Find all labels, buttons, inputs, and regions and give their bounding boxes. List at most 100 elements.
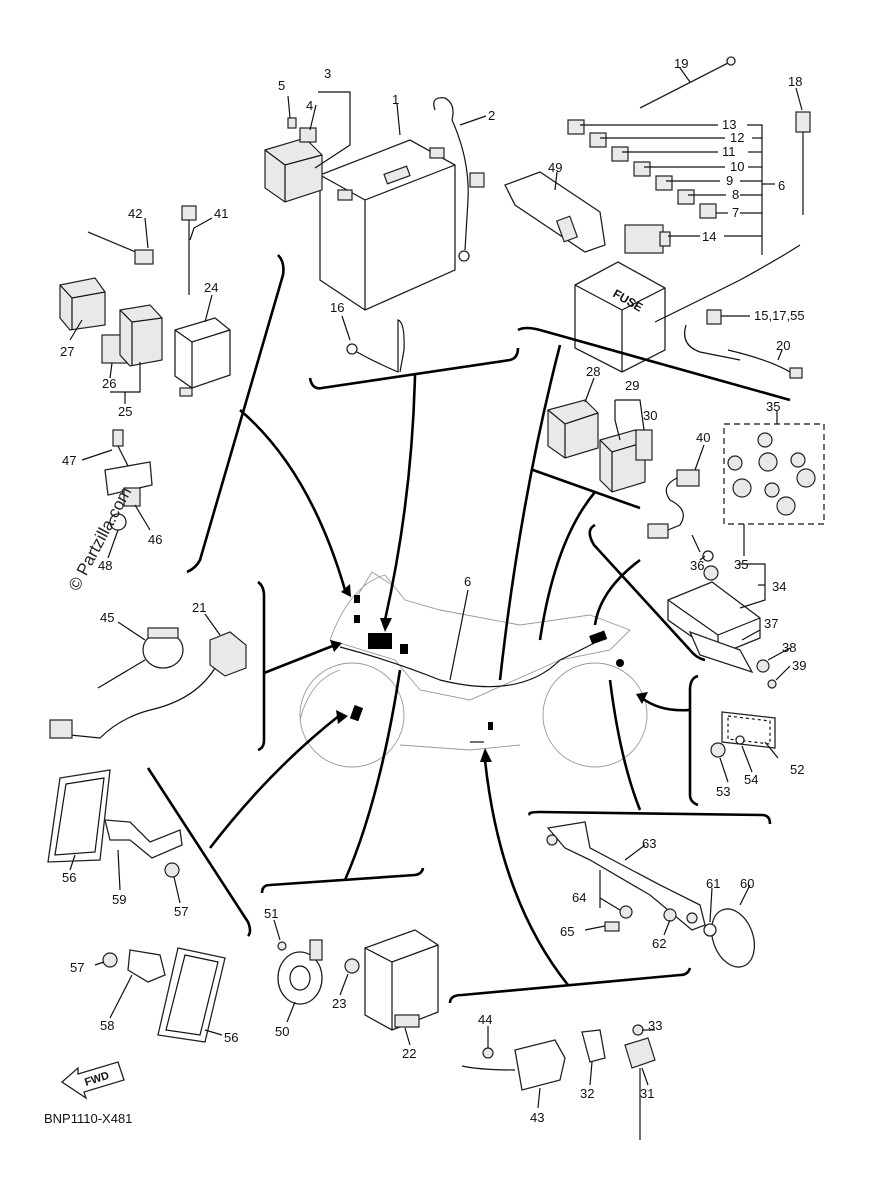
bracket-rear [528, 810, 772, 825]
part-23-bolt [344, 958, 360, 974]
label-58: 58 [100, 1018, 114, 1033]
label-45: 45 [100, 610, 114, 625]
label-34: 34 [772, 579, 786, 594]
rear-marker [589, 630, 608, 645]
leader-fuses [498, 344, 562, 681]
part-56-reflector-a [47, 769, 111, 863]
part-35-grommets [727, 432, 816, 516]
label-52: 52 [790, 762, 804, 777]
label-4: 4 [306, 98, 313, 113]
label-26: 26 [102, 376, 116, 391]
label-9: 9 [726, 173, 733, 188]
label-59: 59 [112, 892, 126, 907]
leader-center-bottom [343, 669, 402, 881]
label-19: 19 [674, 56, 688, 71]
bracket-right-rear [688, 674, 699, 807]
label-leaders [69, 67, 803, 1109]
label-2: 2 [488, 108, 495, 123]
label-53: 53 [716, 784, 730, 799]
part-34-ecu [667, 534, 761, 656]
part-28-relay [547, 399, 599, 459]
part-60-lens [710, 908, 756, 968]
label-5: 5 [278, 78, 285, 93]
bracket-bottom-right [448, 967, 692, 1004]
part-15-clip [684, 309, 741, 361]
front-marker [349, 705, 364, 722]
label-43: 43 [530, 1110, 544, 1125]
label-29: 29 [625, 378, 639, 393]
fuse-box: FUSE [574, 261, 666, 373]
part-29-relay [599, 429, 653, 493]
label-47: 47 [62, 453, 76, 468]
label-30: 30 [643, 408, 657, 423]
label-40: 40 [696, 430, 710, 445]
label-65: 65 [560, 924, 574, 939]
label-63: 63 [642, 836, 656, 851]
label-6-top: 6 [778, 178, 785, 193]
part-14-relay [624, 224, 671, 254]
part-1-battery [319, 139, 456, 311]
part-32-bracket [581, 1029, 606, 1063]
label-51: 51 [264, 906, 278, 921]
label-28: 28 [586, 364, 600, 379]
part-57-nut-a [164, 862, 180, 878]
label-6-center: 6 [464, 574, 471, 589]
part-42-strap [87, 231, 154, 265]
label-25: 25 [118, 404, 132, 419]
marker-c [354, 615, 360, 623]
label-20: 20 [776, 338, 790, 353]
part-53-54-nuts [710, 735, 745, 758]
label-64: 64 [572, 890, 586, 905]
part-35-box [723, 423, 825, 525]
label-33: 33 [648, 1018, 662, 1033]
label-15-17-55: 15,17,55 [754, 308, 805, 323]
leader-top-left [239, 409, 347, 591]
bracket-center-bottom [260, 867, 425, 894]
part-31-sensor [624, 1024, 656, 1140]
label-46: 46 [148, 532, 162, 547]
copyright-watermark: © Partzilla.com [65, 484, 136, 594]
label-8: 8 [732, 187, 739, 202]
label-11: 11 [722, 144, 736, 159]
leader-bottom-right [483, 759, 570, 986]
label-23: 23 [332, 996, 346, 1011]
label-41: 41 [214, 206, 228, 221]
part-59-bracket [104, 819, 183, 859]
fuse-box-harness [654, 244, 801, 323]
label-7: 7 [732, 205, 739, 220]
callout-labels: 1 2 3 4 5 6 6 7 8 9 10 11 12 13 14 15,17… [60, 56, 806, 1125]
leader-battery [383, 374, 417, 621]
part-27-relay [59, 277, 106, 331]
label-16: 16 [330, 300, 344, 315]
part-20-cable [727, 349, 803, 379]
label-10: 10 [730, 159, 744, 174]
marker-a [400, 644, 408, 654]
label-21: 21 [192, 600, 206, 615]
part-46-sensor [104, 429, 153, 531]
label-31: 31 [640, 1086, 654, 1101]
part-45-socket [97, 627, 184, 689]
label-57-b: 57 [70, 960, 84, 975]
part-43-switch [461, 1039, 566, 1091]
label-22: 22 [402, 1046, 416, 1061]
label-54: 54 [744, 772, 758, 787]
part-41-tie [181, 205, 197, 295]
part-49-fuse-puller [504, 171, 606, 253]
label-12: 12 [730, 130, 744, 145]
part-16-cable [346, 319, 405, 373]
leader-relays [538, 491, 596, 641]
leader-lower-left [208, 713, 341, 849]
label-60: 60 [740, 876, 754, 891]
label-42: 42 [128, 206, 142, 221]
part-19-cable-tie [639, 56, 736, 109]
leader-right-rear [641, 696, 691, 712]
part-56-reflector-b [157, 947, 226, 1043]
part-18-clamp [795, 111, 811, 215]
bracket-left [257, 580, 266, 752]
label-35-mid: 35 [734, 557, 748, 572]
bracket-lower-left [146, 767, 252, 937]
rear-dot [616, 659, 624, 667]
label-48: 48 [98, 558, 112, 573]
label-27: 27 [60, 344, 74, 359]
